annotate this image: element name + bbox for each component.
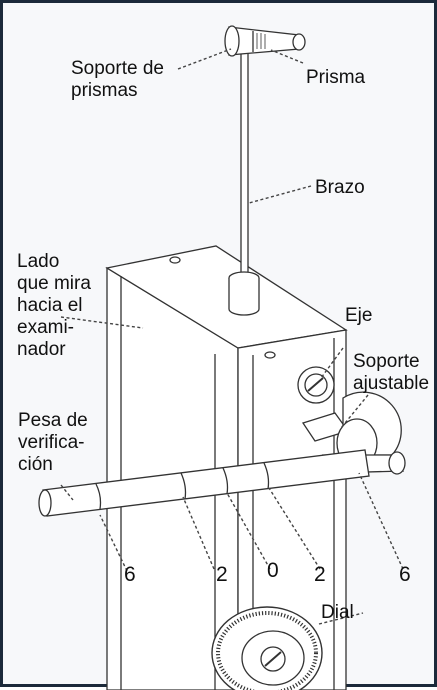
label-prism-holder: Soporte de prismas	[71, 58, 164, 101]
label-arm: Brazo	[315, 177, 365, 198]
scale-mark-2-right: 2	[314, 563, 326, 586]
scale-mark-6-right: 6	[399, 563, 411, 586]
label-adjustable-holder: Soporte ajustable	[353, 351, 430, 394]
label-dial: Dial	[321, 602, 354, 623]
label-examiner-side: Lado que mira hacia el exami- nador	[17, 251, 91, 360]
prism-holder	[224, 25, 306, 57]
arm-rod	[228, 40, 260, 316]
scale-mark-6-left: 6	[124, 563, 136, 586]
axis-knob	[297, 366, 335, 404]
leader-lines	[60, 48, 404, 625]
check-weight-bar	[38, 449, 370, 517]
label-check-weight: Pesa de verifica- ción	[18, 410, 88, 475]
dial-wheel	[211, 606, 323, 690]
label-prism: Prisma	[306, 67, 366, 88]
label-axis: Eje	[345, 305, 373, 326]
scale-mark-0: 0	[267, 559, 279, 582]
scale-mark-2-left: 2	[216, 563, 228, 586]
lensmeter-illustration	[38, 25, 406, 690]
